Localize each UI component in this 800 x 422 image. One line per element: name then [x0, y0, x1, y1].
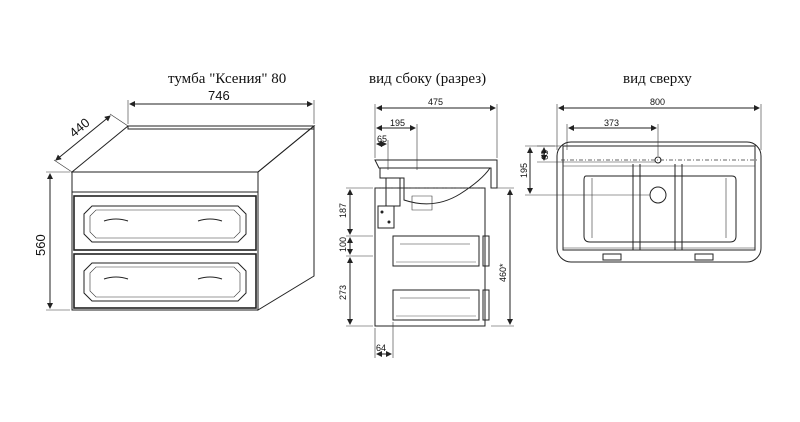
- faucet-hole: [654, 156, 662, 164]
- dim-top-373-label: 373: [604, 118, 619, 128]
- dim-side-depth-label: 475: [428, 97, 443, 107]
- dim-top-195-label: 195: [519, 163, 529, 178]
- drawer-lower-handle-left: [103, 276, 129, 280]
- handle-right: [694, 253, 714, 261]
- drawer-lower-panel: [83, 262, 247, 302]
- title-side: вид сбоку (разрез): [369, 71, 486, 87]
- drawer-upper-panel: [83, 205, 247, 243]
- drawer-upper-handle-right: [197, 218, 223, 222]
- dim-side-65-label: 65: [377, 134, 387, 144]
- drawer-lower: [73, 253, 257, 309]
- title-front: тумба "Ксения" 80: [168, 71, 286, 87]
- dim-top-65-label: 65: [540, 150, 550, 160]
- drawer-upper-handle-left: [103, 218, 129, 222]
- side-drawer-lower-front: [482, 289, 490, 321]
- sink-top-section: [374, 159, 498, 189]
- drawer-upper: [73, 195, 257, 251]
- cabinet-top-front: [71, 171, 259, 193]
- side-drawer-upper: [392, 235, 480, 267]
- drain-hole: [649, 186, 667, 204]
- drawer-lower-handle-right: [197, 276, 223, 280]
- dim-side-460-label: 460*: [498, 263, 508, 282]
- title-top: вид сверху: [623, 71, 692, 87]
- front-view: 746 440 560: [33, 88, 316, 311]
- side-drawer-lower: [392, 289, 480, 321]
- top-outline: [556, 141, 762, 263]
- handle-left: [602, 253, 622, 261]
- cabinet-top: [70, 125, 316, 173]
- cabinet-side: [257, 124, 315, 311]
- top-cabinet: [562, 145, 756, 251]
- dim-height-label: 560: [33, 234, 48, 256]
- dim-depth: [55, 115, 111, 161]
- dim-side-273-label: 273: [338, 285, 348, 300]
- dim-top-width-label: 800: [650, 97, 665, 107]
- sink-bowl-section: [379, 167, 491, 205]
- top-view: 800 373 65 195: [519, 97, 762, 263]
- side-view: 475 195 65 187 100 273 460* 64: [338, 97, 514, 358]
- side-drawer-upper-front: [482, 235, 490, 267]
- dim-width-label: 746: [208, 88, 230, 103]
- dim-depth-label: 440: [66, 115, 92, 140]
- sink-drain: [385, 177, 401, 207]
- cabinet-section: [374, 187, 486, 327]
- dim-side-64-label: 64: [376, 343, 386, 353]
- cabinet-back-edge: [127, 125, 315, 130]
- dim-side-195-label: 195: [390, 118, 405, 128]
- dim-side-100-label: 100: [338, 237, 348, 252]
- bracket: [377, 205, 395, 229]
- dim-side-187-label: 187: [338, 203, 348, 218]
- basin-outline: [583, 175, 737, 243]
- cabinet-body: [71, 191, 259, 311]
